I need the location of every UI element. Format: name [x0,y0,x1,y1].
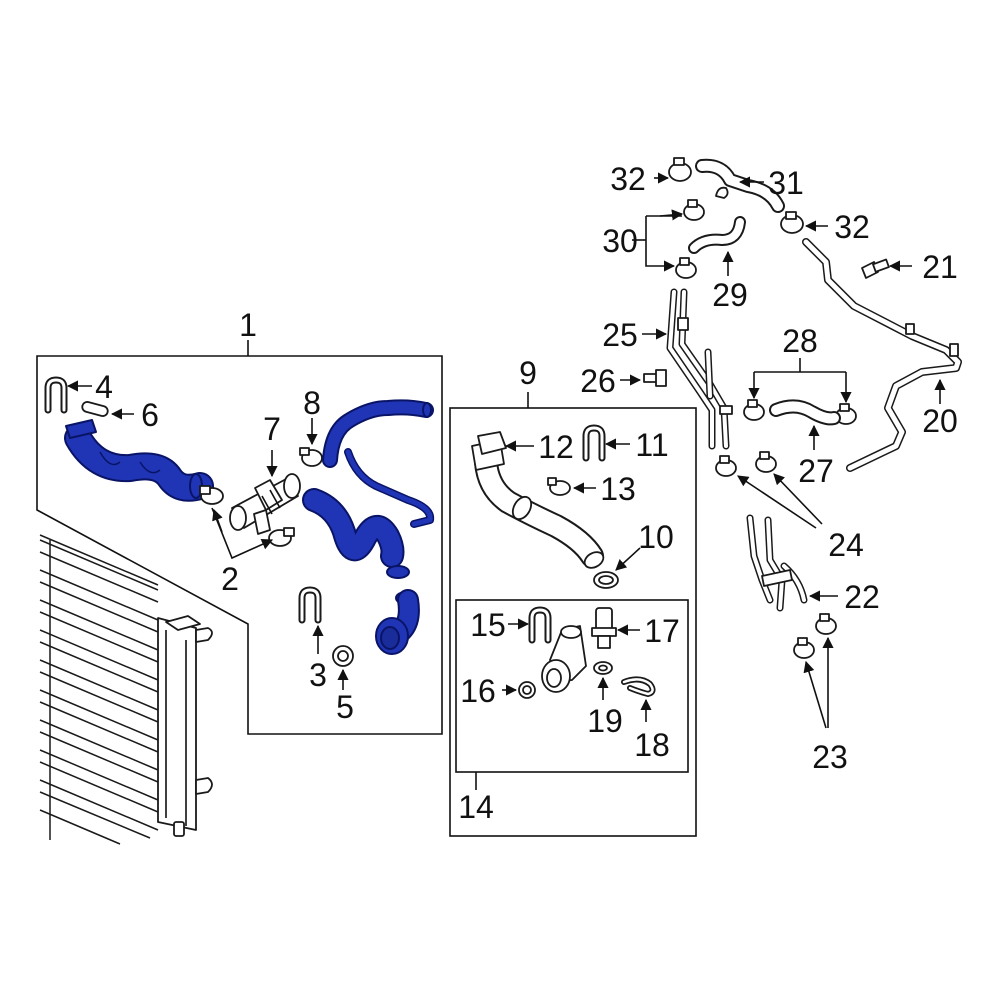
callout-32b: 32 [834,209,870,245]
part-26-bolt [643,369,667,387]
callout-22: 22 [844,579,880,615]
radiator [39,534,213,845]
part-24-clamp-b [755,451,777,473]
callout-13: 13 [600,471,636,507]
part-19-seal [593,661,613,675]
part-21-bolt [861,258,890,279]
part-27-hose [769,399,841,426]
part-2-clamp-b [268,527,295,547]
part-7-connector [229,473,301,535]
blue-hose-s-shape [302,488,405,568]
blue-hose-upper [322,399,434,468]
part-18-clip [621,676,656,697]
blue-hose-lower-left [64,419,214,502]
part-25-pipes [666,288,733,450]
group-box-14: 14 [455,599,689,825]
radiator-cap-neck [165,615,201,631]
callout-12: 12 [538,429,574,465]
part-22-pipes [746,514,808,612]
callout-27: 27 [798,453,834,489]
callout-3: 3 [309,657,327,693]
callout-9: 9 [519,355,537,391]
part-24-clamp-a [715,455,737,477]
part-5-oring [332,645,354,667]
callout-5: 5 [336,689,354,725]
part-6-seal [81,401,109,417]
callout-10: 10 [638,519,674,555]
part-10-hose [471,431,605,569]
callout-8: 8 [303,385,321,421]
callout-17: 17 [644,613,680,649]
callout-4: 4 [95,369,113,405]
part-29-hose [688,216,746,254]
part-3-clip [298,586,322,624]
part-30-clamp-a [683,199,705,221]
callout-1: 1 [239,307,257,343]
part-11-clip [582,424,606,462]
callout-30: 30 [602,223,638,259]
part-32-clamp-b [780,211,804,234]
radiator-fins [39,534,159,845]
part-28-clamp-a [743,399,765,421]
part-20-pipe [802,238,962,472]
leader-23 [803,660,827,729]
part-8-clamp [299,447,323,467]
callout-19: 19 [587,703,623,739]
callout-29: 29 [712,277,748,313]
callout-18: 18 [634,727,670,763]
part-17-sensor [591,607,617,649]
callout-21: 21 [922,249,958,285]
part-10-clamp [593,571,619,589]
callout-14: 14 [458,789,494,825]
callout-2: 2 [221,561,239,597]
leader-30 [645,215,682,266]
callout-15: 15 [470,607,506,643]
radiator-tank [157,617,197,831]
callout-6: 6 [141,397,159,433]
callout-24: 24 [828,527,864,563]
part-23-clamp-a [815,613,837,635]
callout-16: 16 [460,673,496,709]
part-2-clamp-a [199,485,224,505]
callout-23: 23 [812,739,848,775]
blue-outlet-elbow [375,589,420,655]
callout-7: 7 [263,411,281,447]
part-13-clamp [547,477,571,496]
group-box-9: 9 [449,355,697,837]
callout-20: 20 [922,403,958,439]
group-box-1: 1 [36,307,443,735]
callout-32a: 32 [610,161,646,197]
blue-clamp-1 [386,565,410,579]
part-30-clamp-b [675,257,697,279]
part-32-clamp-a [668,157,692,182]
part-31-clip [715,186,729,199]
callout-25: 25 [602,317,638,353]
callout-26: 26 [580,363,616,399]
callout-31: 31 [768,165,804,201]
part-31-hose [695,158,785,213]
callout-11: 11 [635,427,668,463]
part-23-clamp-b [793,637,815,659]
callout-28: 28 [782,323,818,359]
part-16-housing [541,625,587,693]
leader-10 [615,547,641,571]
leader-24 [737,475,817,529]
part-15-clip [528,606,552,644]
part-16-seal [518,681,536,699]
part-28-clamp-b [835,403,857,425]
blue-hose-thin [344,448,435,528]
part-4-clip [44,376,68,414]
